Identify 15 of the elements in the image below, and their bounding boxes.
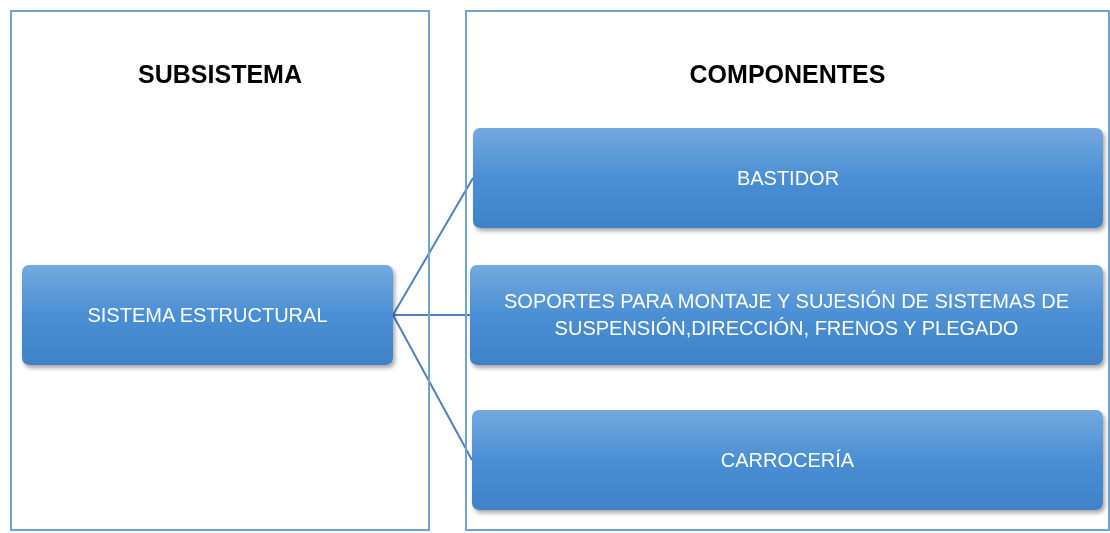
connector-line [392,177,474,316]
component-box [22,265,393,365]
column-panel [10,10,430,531]
box-label: SISTEMA ESTRUCTURAL [87,302,328,328]
box-label: SOPORTES PARA MONTAJE Y SUJESIÓN DE SISTEMAS DE SUSPENSIÓN,DIRECCIÓN, FRENOS Y PLEGADO [503,289,1070,341]
component-box [472,410,1103,510]
box-label: CARROCERÍA [720,447,855,473]
connector-line [392,314,471,316]
component-box [473,128,1103,228]
box-label: BASTIDOR [736,165,840,191]
component-box [470,265,1103,365]
column-heading: COMPONENTES [688,60,887,89]
column-panel [465,10,1110,531]
column-heading: SUBSISTEMA [137,60,303,89]
connector-line [392,314,473,461]
